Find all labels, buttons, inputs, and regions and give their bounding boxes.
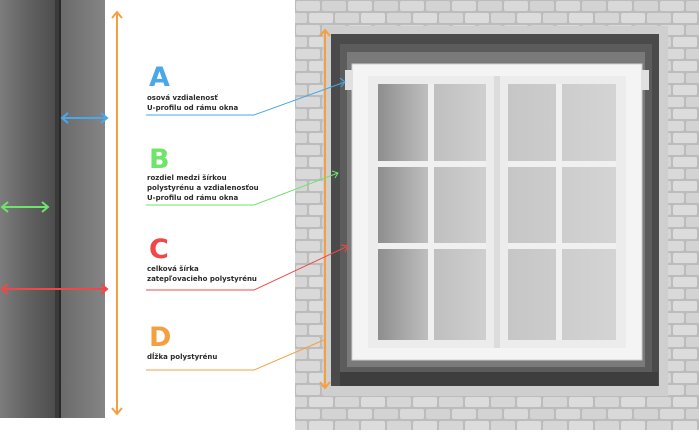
window bbox=[345, 63, 649, 361]
label-c-line-1: celková šírka bbox=[147, 265, 199, 273]
arrow-b bbox=[0, 201, 50, 213]
label-d-letter: D bbox=[149, 322, 172, 353]
label-b-letter: B bbox=[149, 144, 170, 175]
leader-a bbox=[146, 77, 346, 116]
label-b-line-2: polystyrénu a vzdialenosťou bbox=[147, 184, 259, 192]
label-c-letter: C bbox=[149, 234, 169, 265]
label-a-description: osová vzdialenosť U-profilu od rámu okna bbox=[147, 93, 238, 113]
label-b-line-1: rozdiel medzi šírkou bbox=[147, 174, 227, 182]
label-b-description: rozdiel medzi šírkou polystyrénu a vzdia… bbox=[147, 173, 259, 203]
label-d-line-1: dĺžka polystyrénu bbox=[147, 353, 218, 361]
label-a-line-2: U-profilu od rámu okna bbox=[147, 104, 239, 112]
arrow-a bbox=[60, 112, 109, 124]
leader-b bbox=[146, 170, 339, 206]
label-a-letter: A bbox=[149, 62, 170, 93]
label-c-description: celková šírka zatepľovacieho polystyrénu bbox=[147, 264, 257, 284]
leader-c bbox=[146, 244, 349, 291]
label-c-line-2: zatepľovacieho polystyrénu bbox=[147, 275, 257, 283]
label-d-description: dĺžka polystyrénu bbox=[147, 352, 217, 362]
arrow-c bbox=[0, 283, 109, 295]
leader-d bbox=[146, 339, 325, 371]
label-a-line-1: osová vzdialenosť bbox=[147, 94, 218, 102]
arrow-d-left bbox=[111, 10, 123, 416]
profile-closeup bbox=[0, 0, 105, 418]
label-b-line-3: U-profilu od rámu okna bbox=[147, 194, 239, 202]
